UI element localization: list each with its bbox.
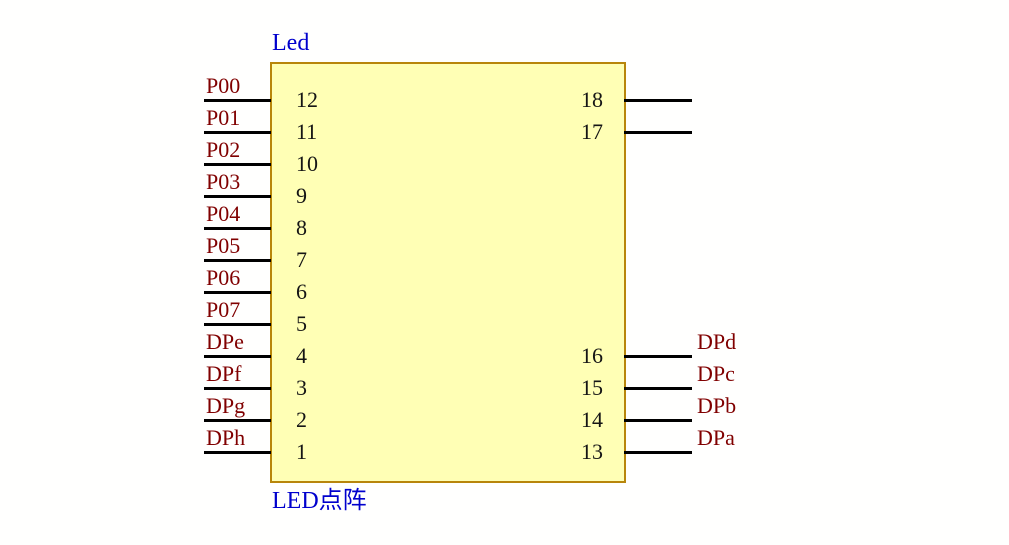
pin-name-label: P01	[206, 105, 241, 130]
pin-wire	[204, 163, 271, 166]
pin-wire	[204, 355, 271, 358]
pin-name-label: DPc	[697, 361, 735, 386]
pin-wire	[624, 131, 692, 134]
pin-number-label: 15	[581, 375, 603, 400]
pin-number-label: 11	[296, 119, 318, 144]
pin-name-label: P04	[206, 201, 241, 226]
pin-wire	[204, 451, 271, 454]
component-body	[270, 62, 626, 483]
pin-wire	[204, 419, 271, 422]
pin-name-label: DPd	[697, 329, 737, 354]
pin-name-label: DPg	[206, 393, 246, 418]
pin-name-label: P05	[206, 233, 241, 258]
pin-number-label: 13	[581, 439, 603, 464]
pin-number-label: 10	[296, 151, 318, 176]
pin-wire	[204, 259, 271, 262]
pin-number-label: 9	[296, 183, 307, 208]
pin-name-label: DPa	[697, 425, 735, 450]
pin-number-label: 8	[296, 215, 307, 240]
pin-number-label: 18	[581, 87, 603, 112]
component-designator: Led	[272, 30, 310, 56]
pin-wire	[204, 291, 271, 294]
pin-number-label: 14	[581, 407, 603, 432]
pin-name-label: P00	[206, 73, 241, 98]
pin-number-label: 5	[296, 311, 307, 336]
pin-number-label: 12	[296, 87, 318, 112]
pin-number-label: 1	[296, 439, 307, 464]
component-caption: LED点阵	[272, 488, 367, 514]
pin-wire	[624, 419, 692, 422]
pin-wire	[204, 323, 271, 326]
pin-wire	[624, 387, 692, 390]
pin-wire	[204, 99, 271, 102]
pin-number-label: 7	[296, 247, 307, 272]
pin-name-label: DPh	[206, 425, 246, 450]
pin-name-label: P03	[206, 169, 241, 194]
pin-name-label: DPe	[206, 329, 244, 354]
pin-number-label: 17	[581, 119, 603, 144]
pin-wire	[624, 451, 692, 454]
pin-name-label: P06	[206, 265, 241, 290]
pin-wire	[204, 195, 271, 198]
pin-name-label: DPb	[697, 393, 737, 418]
pin-number-label: 16	[581, 343, 603, 368]
pin-wire	[204, 131, 271, 134]
pin-number-label: 4	[296, 343, 307, 368]
pin-wire	[204, 387, 271, 390]
pin-wire	[624, 99, 692, 102]
pin-number-label: 3	[296, 375, 307, 400]
pin-name-label: DPf	[206, 361, 242, 386]
pin-name-label: P02	[206, 137, 241, 162]
pin-name-label: P07	[206, 297, 241, 322]
pin-number-label: 6	[296, 279, 307, 304]
pin-wire	[204, 227, 271, 230]
pin-number-label: 2	[296, 407, 307, 432]
pin-wire	[624, 355, 692, 358]
